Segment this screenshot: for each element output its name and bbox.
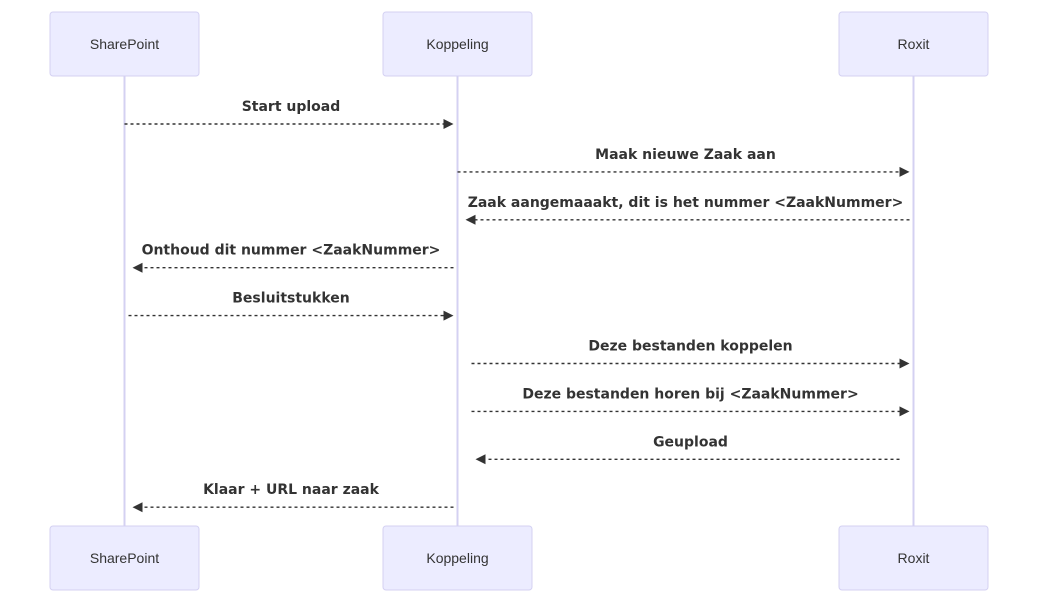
participant-label: SharePoint	[90, 550, 159, 566]
message-4: Onthoud dit nummer <ZaakNummer>	[132, 243, 454, 273]
message-9: Klaar + URL naar zaak	[132, 482, 454, 513]
arrowhead-icon	[899, 166, 910, 177]
participant-sharepoint-top: SharePoint	[49, 11, 200, 77]
message-label: Klaar + URL naar zaak	[203, 482, 380, 498]
arrowhead-icon	[132, 262, 143, 273]
participant-box	[838, 525, 989, 591]
message-1: Start upload	[124, 99, 454, 129]
message-7: Deze bestanden horen bij <ZaakNummer>	[471, 386, 910, 417]
participant-box	[382, 525, 533, 591]
participant-label: Roxit	[898, 36, 930, 52]
message-3: Zaak aangemaaakt, dit is het nummer <Zaa…	[465, 195, 910, 225]
arrowhead-icon	[443, 119, 454, 129]
arrowhead-icon	[475, 454, 486, 465]
participant-box	[382, 11, 533, 77]
message-label: Start upload	[242, 99, 341, 115]
message-label: Deze bestanden koppelen	[588, 339, 792, 355]
message-5: Besluitstukken	[128, 291, 454, 321]
participant-sharepoint-bottom: SharePoint	[49, 525, 200, 591]
participant-label: Koppeling	[426, 550, 488, 566]
message-label: Maak nieuwe Zaak aan	[595, 147, 776, 163]
arrowhead-icon	[443, 310, 454, 321]
participant-box	[49, 525, 200, 591]
arrowhead-icon	[899, 406, 910, 417]
participant-koppeling-bottom: Koppeling	[382, 525, 533, 591]
arrowhead-icon	[132, 502, 143, 513]
message-label: Deze bestanden horen bij <ZaakNummer>	[522, 386, 858, 402]
participant-box	[838, 11, 989, 77]
participant-label: SharePoint	[90, 36, 159, 52]
participant-label: Koppeling	[426, 36, 488, 52]
participant-box	[49, 11, 200, 77]
message-2: Maak nieuwe Zaak aan	[457, 147, 910, 177]
participants-bottom: SharePoint Koppeling Roxit	[49, 525, 989, 591]
message-label: Geupload	[653, 434, 728, 450]
participant-koppeling-top: Koppeling	[382, 11, 533, 77]
participant-label: Roxit	[898, 550, 930, 566]
arrowhead-icon	[899, 358, 910, 369]
participant-roxit-top: Roxit	[838, 11, 989, 77]
lifelines	[123, 76, 915, 526]
message-label: Zaak aangemaaakt, dit is het nummer <Zaa…	[468, 195, 904, 211]
participants-top: SharePoint Koppeling Roxit	[49, 11, 989, 77]
message-8: Geupload	[475, 434, 900, 465]
message-6: Deze bestanden koppelen	[471, 339, 910, 369]
message-label: Onthoud dit nummer <ZaakNummer>	[142, 243, 441, 259]
participant-roxit-bottom: Roxit	[838, 525, 989, 591]
message-label: Besluitstukken	[232, 291, 349, 307]
arrowhead-icon	[465, 214, 476, 225]
